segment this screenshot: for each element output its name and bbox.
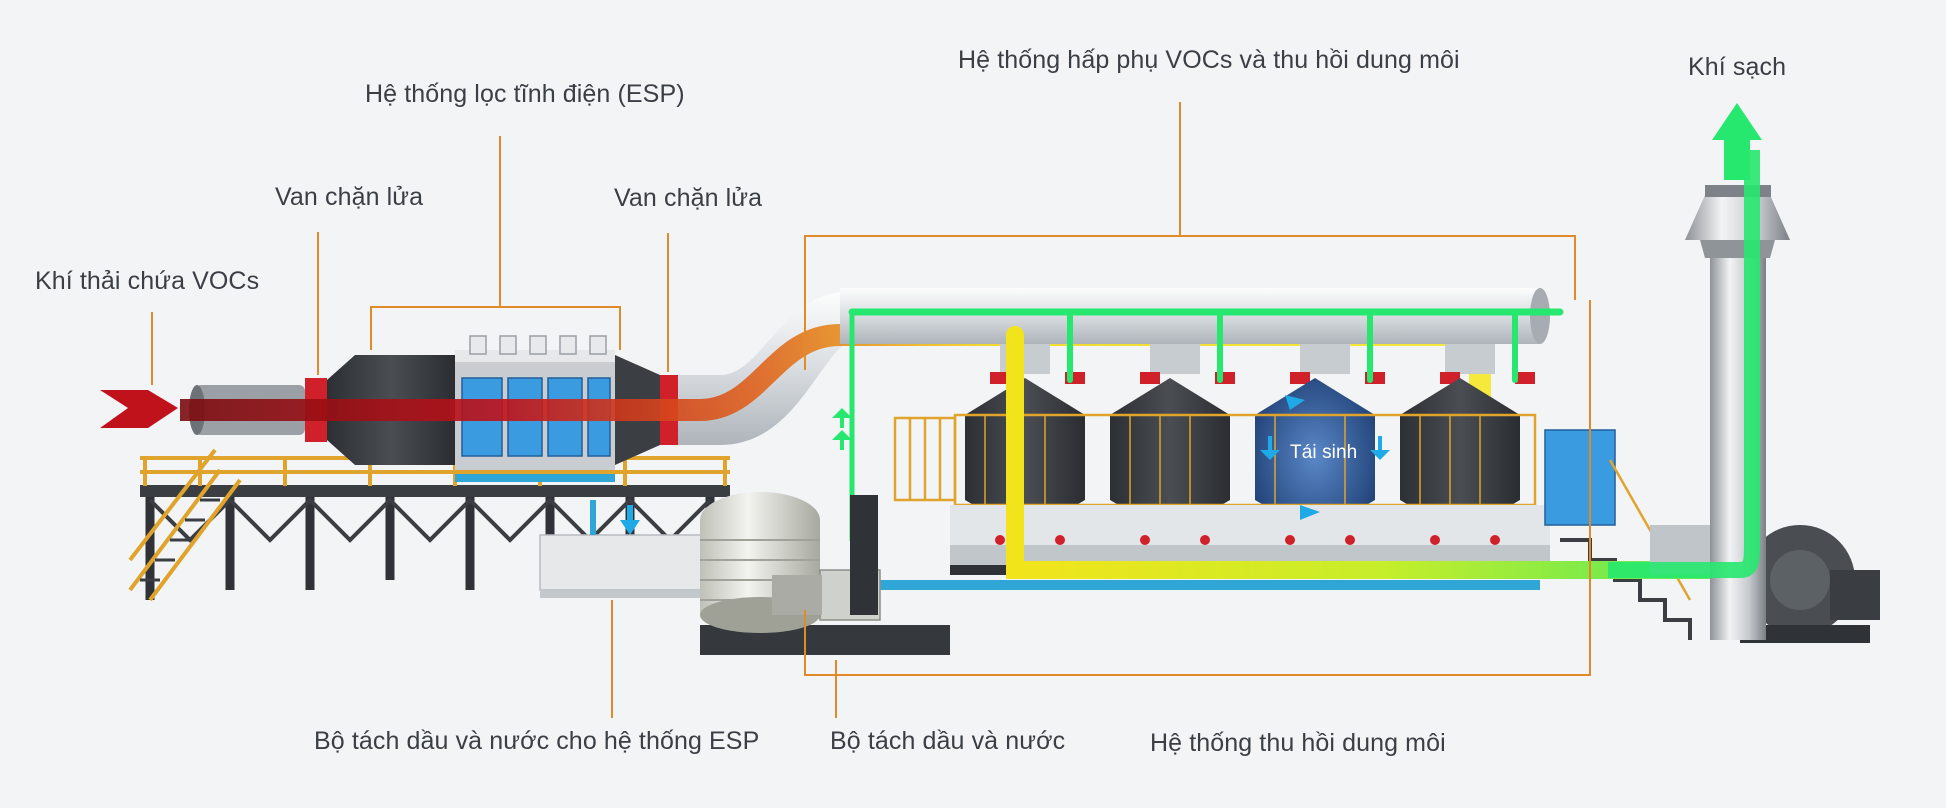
water-arrow-icon [620,520,640,535]
water-arrow-icon [1370,450,1390,460]
adsorption-label: Hệ thống hấp phụ VOCs và thu hồi dung mô… [958,46,1460,74]
water-arrow-icon [1260,450,1280,460]
callout-lines [151,102,1591,718]
esp-label: Hệ thống lọc tĩnh điện (ESP) [365,80,685,108]
water-arrow-icon [1300,505,1320,520]
fire-valve-right-label: Van chặn lửa [614,184,763,212]
clean-gas-flow [1608,150,1760,578]
regeneration-label: Tái sinh [1290,442,1358,463]
exhaust-fan [1650,525,1880,643]
outlet-arrow-icon [1712,103,1762,180]
fire-valve-left-label: Van chặn lửa [275,183,424,211]
esp-oil-water-label: Bộ tách dầu và nước cho hệ thống ESP [314,727,760,755]
inlet-arrow-icon [100,390,178,428]
oil-water-separator [772,495,881,621]
dirty-gas-flow [180,324,1491,560]
solvent-recovery-label: Hệ thống thu hồi dung môi [1150,729,1446,757]
oil-water-label: Bộ tách dầu và nước [830,727,1066,755]
clean-air-label: Khí sạch [1688,53,1787,81]
adsorption-unit [840,288,1692,640]
water-arrow-icon [1285,395,1305,410]
inlet-label: Khí thải chứa VOCs [35,267,260,295]
